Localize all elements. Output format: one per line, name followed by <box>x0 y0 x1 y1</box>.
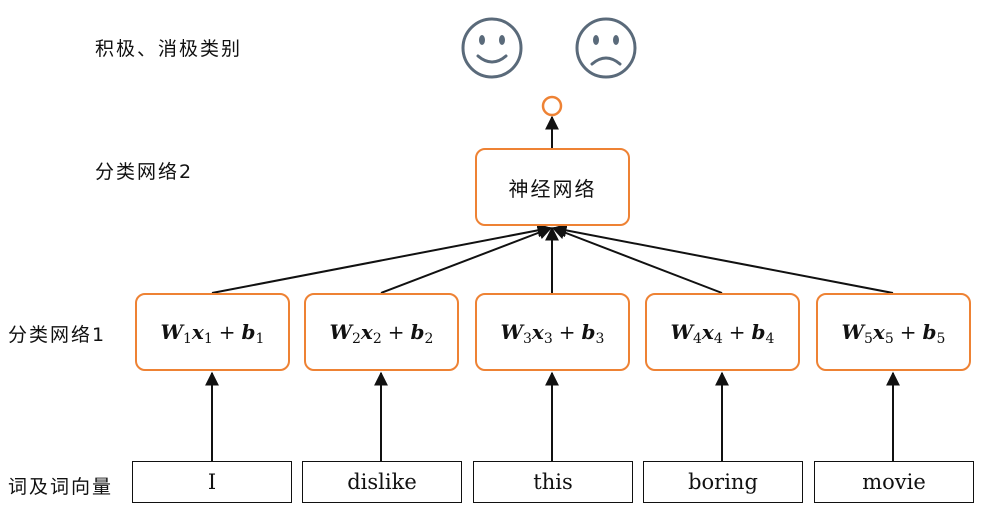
label-word-vectors: 词及词向量 <box>8 476 114 498</box>
arrow-formula-1 <box>211 223 552 294</box>
formula-2: W2x2+b2 <box>329 320 434 347</box>
output-node <box>541 95 563 117</box>
neural-network-box: 神经网络 <box>475 148 630 226</box>
label-classifier-1: 分类网络1 <box>8 324 107 346</box>
word-box-5: movie <box>814 461 974 503</box>
neural-network-label: 神经网络 <box>508 176 597 201</box>
word-box-1: I <box>132 461 292 503</box>
formula-5: W5x5+b5 <box>841 320 946 347</box>
arrow-formula-5 <box>552 223 894 294</box>
sad-face-icon <box>575 17 637 79</box>
formula-1: W1x1+b1 <box>160 320 265 347</box>
smiley-face-icon <box>461 17 523 79</box>
formula-box-5: W5x5+b5 <box>816 293 971 371</box>
word-box-3: this <box>473 461 633 503</box>
word-box-2: dislike <box>302 461 462 503</box>
word-box-4: boring <box>643 461 803 503</box>
arrow-formula-2 <box>380 225 553 294</box>
label-classifier-2: 分类网络2 <box>95 161 194 183</box>
formula-box-1: W1x1+b1 <box>135 293 290 371</box>
formula-box-4: W4x4+b4 <box>645 293 800 371</box>
formula-4: W4x4+b4 <box>670 320 775 347</box>
arrow-formula-4 <box>551 225 723 294</box>
formula-box-2: W2x2+b2 <box>304 293 459 371</box>
formula-3: W3x3+b3 <box>500 320 605 347</box>
label-sentiment-classes: 积极、消极类别 <box>95 38 243 60</box>
formula-box-3: W3x3+b3 <box>475 293 630 371</box>
